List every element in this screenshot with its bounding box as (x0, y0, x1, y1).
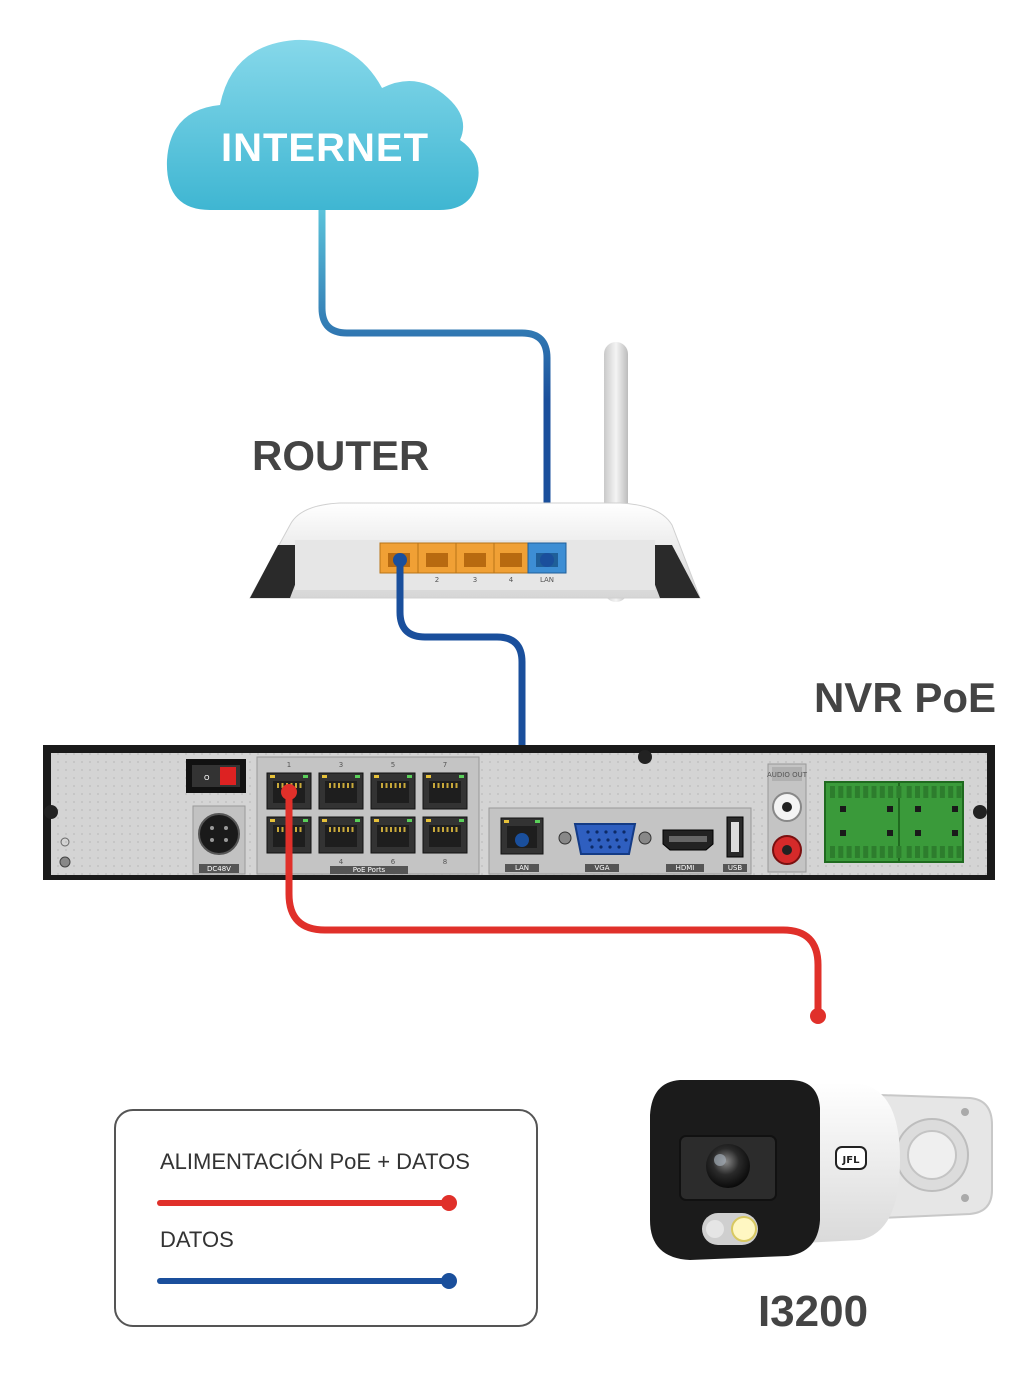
router-port-label-3: 3 (473, 576, 477, 584)
legend-dot-poe-data (441, 1195, 457, 1211)
camera-light (731, 1216, 757, 1242)
router-to-nvr-cable (396, 556, 526, 844)
camera: JFL I3200 (650, 1080, 993, 1336)
nvr-poe-port-4 (422, 772, 468, 810)
router-lan-label: LAN (540, 576, 554, 584)
nvr-power-caption: DC48V (207, 865, 231, 873)
legend-box (114, 1109, 538, 1327)
svg-text:O: O (204, 774, 210, 782)
camera-cable-end (810, 1008, 826, 1024)
camera-label: I3200 (758, 1287, 868, 1336)
nvr-to-camera-cable (285, 788, 822, 1020)
poe-number-1: 1 (287, 761, 291, 769)
legend-label-data: DATOS (160, 1227, 234, 1252)
poe-number-4: 4 (339, 858, 344, 866)
nvr: NVR PoE O DC48V 1 3 5 7 4 6 8 PoE Ports (43, 674, 996, 880)
router-port-label-2: 2 (435, 576, 439, 584)
nvr-vga-caption: VGA (594, 864, 609, 872)
camera-brand: JFL (842, 1155, 861, 1166)
poe-number-7: 7 (443, 761, 447, 769)
router-label: ROUTER (252, 432, 429, 479)
poe-number-5: 5 (391, 761, 395, 769)
nvr-label: NVR PoE (814, 674, 996, 721)
nvr-usb-caption: USB (728, 864, 743, 872)
nvr-dc-input (198, 813, 240, 855)
nvr-audio-caption: AUDIO OUT (767, 771, 808, 779)
nvr-poe-port-2 (318, 772, 364, 810)
internet-cloud: INTERNET (166, 39, 479, 210)
legend-label-poe-data: ALIMENTACIÓN PoE + DATOS (160, 1149, 470, 1174)
nvr-hdmi-caption: HDMI (676, 864, 695, 872)
router-port-label-4: 4 (509, 576, 514, 584)
nvr-poe-port-7 (370, 816, 416, 854)
poe-number-3: 3 (339, 761, 343, 769)
poe-caption: PoE Ports (353, 866, 386, 874)
legend: ALIMENTACIÓN PoE + DATOS DATOS (114, 1109, 538, 1327)
nvr-lan-caption: LAN (515, 864, 529, 872)
router: ROUTER 2 3 4 LAN (249, 342, 701, 602)
nvr-poe-port-3 (370, 772, 416, 810)
router-lan-cable-end (540, 553, 554, 567)
nvr-poe-port-8 (422, 816, 468, 854)
poe-number-8: 8 (443, 858, 447, 866)
poe-number-6: 6 (391, 858, 396, 866)
nvr-terminal-block (824, 781, 964, 863)
cloud-label: INTERNET (221, 126, 429, 170)
internet-cable (318, 201, 551, 564)
camera-lens (706, 1144, 750, 1188)
nvr-lan-cable-end (515, 833, 529, 847)
router-port1-cable-end (393, 553, 407, 567)
nvr-poe-port-6 (318, 816, 364, 854)
legend-dot-data (441, 1273, 457, 1289)
nvr-poe-cable-end (281, 784, 297, 800)
